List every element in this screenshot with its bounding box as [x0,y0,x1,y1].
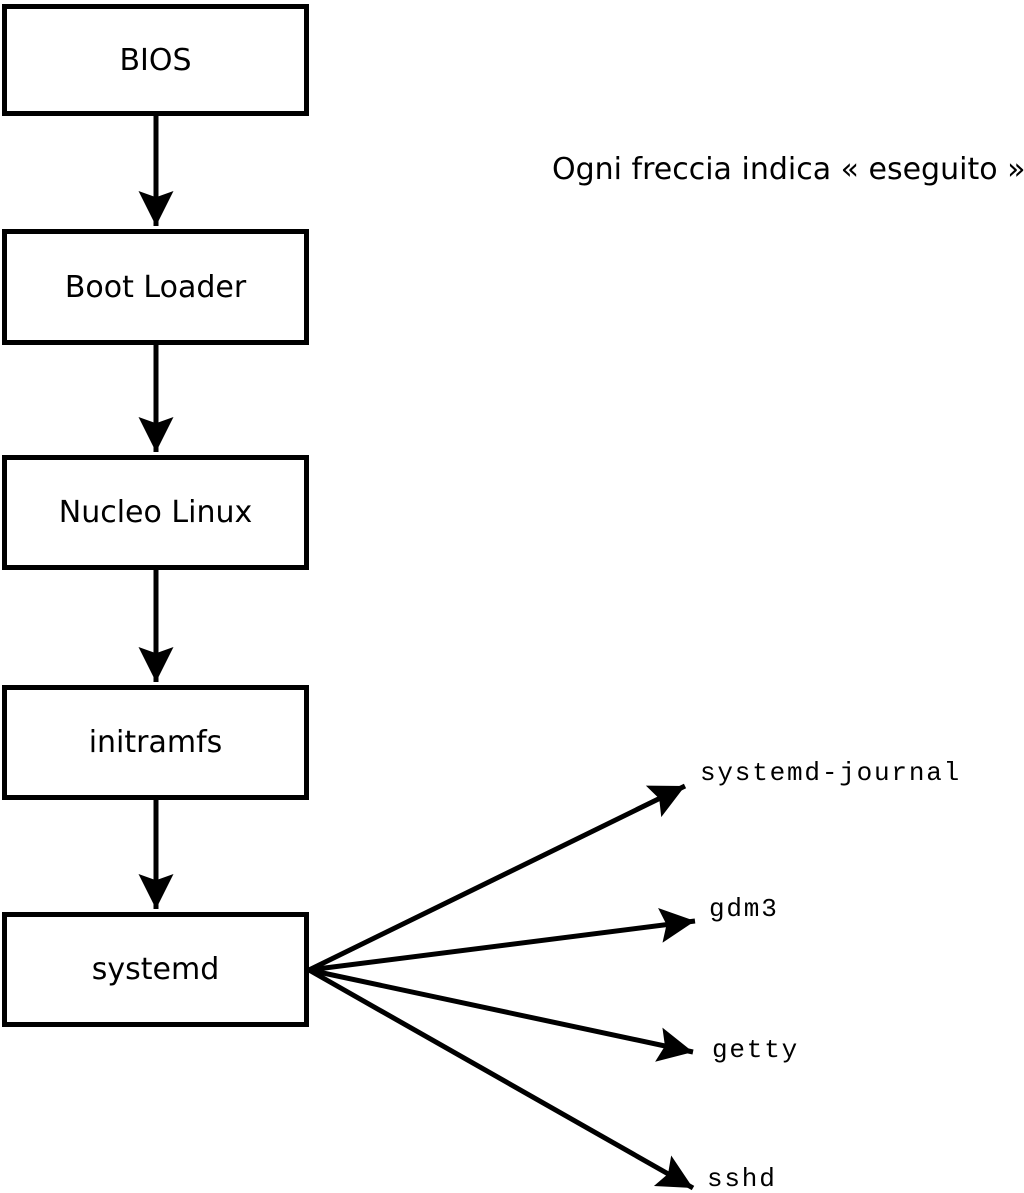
flow-box-systemd: systemd [2,912,309,1027]
flow-box-label: Nucleo Linux [58,495,253,530]
flow-box-label: initramfs [88,725,223,760]
arrow-systemd-to-systemd-journal [307,783,687,973]
flow-box-label: BIOS [119,42,192,78]
service-label-sshd: sshd [707,1164,777,1193]
service-label-gdm3: gdm3 [709,894,779,924]
flow-box-boot-loader: Boot Loader [2,229,309,345]
flow-box-label: Boot Loader [64,269,247,305]
arrow-systemd-to-sshd [307,967,695,1191]
flow-box-label: systemd [91,952,220,987]
flow-box-initramfs: initramfs [2,685,309,800]
arrow-systemd-to-gdm3 [308,908,696,973]
arrow-systemd-to-getty [308,967,694,1062]
service-label-getty: getty [712,1035,800,1065]
arrow-legend-caption: Ogni freccia indica « eseguito ». [552,152,1024,187]
flow-box-nucleo-linux: Nucleo Linux [2,455,309,570]
flow-box-bios: BIOS [2,4,309,116]
service-label-systemd-journal: systemd-journal [700,758,962,788]
